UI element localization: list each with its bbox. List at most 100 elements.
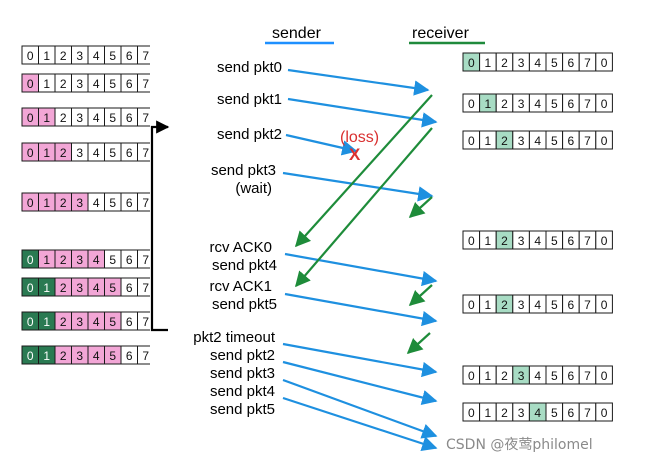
window-cell-number: 7	[142, 111, 149, 125]
window-cell-number: 1	[43, 49, 50, 63]
window-cell-number: 5	[109, 49, 116, 63]
ack-arrow	[408, 196, 433, 219]
window-cell-number: 0	[601, 97, 608, 111]
window-cell-number: 0	[27, 281, 34, 295]
window-cell-number: 7	[142, 77, 149, 91]
window-cell-number: 5	[109, 315, 116, 329]
window-cell-number: 0	[601, 134, 608, 148]
window-cell	[595, 230, 613, 250]
window-cell-number: 5	[551, 298, 558, 312]
packet-arrow	[284, 292, 438, 327]
window-cell-number: 1	[43, 111, 50, 125]
window-cell	[137, 277, 150, 297]
window-cell-number: 0	[468, 406, 475, 420]
window-cell-number: 3	[76, 196, 83, 210]
window-cell	[137, 45, 150, 65]
packet-arrow	[285, 133, 358, 156]
window-cell-number: 0	[27, 349, 34, 363]
window-cell-number: 0	[601, 369, 608, 383]
window-cell-number: 1	[485, 134, 492, 148]
window-cell-number: 4	[534, 298, 541, 312]
window-cell-number: 2	[501, 56, 508, 70]
window-cell-number: 2	[60, 77, 67, 91]
window-cell-number: 3	[518, 234, 525, 248]
window-cell	[595, 130, 613, 150]
window-cell-number: 1	[485, 97, 492, 111]
packet-arrow	[282, 360, 438, 406]
window-cell-number: 6	[126, 349, 133, 363]
window-cell-number: 0	[468, 56, 475, 70]
window-cell-number: 4	[93, 196, 100, 210]
window-cell-number: 0	[27, 196, 34, 210]
window-cell-number: 1	[43, 77, 50, 91]
window-cell-number: 1	[43, 253, 50, 267]
window-cell-number: 1	[43, 196, 50, 210]
packet-arrow	[282, 342, 438, 378]
window-cell-number: 7	[142, 315, 149, 329]
window-cell-number: 4	[534, 406, 541, 420]
window-cell-number: 0	[468, 298, 475, 312]
window-cell-number: 0	[468, 234, 475, 248]
window-cell-number: 0	[27, 49, 34, 63]
window-cell-number: 1	[43, 349, 50, 363]
event-label: send pkt5	[210, 401, 275, 418]
window-cell-number: 2	[60, 281, 67, 295]
packet-arrow	[287, 68, 430, 96]
window-cell-number: 4	[93, 349, 100, 363]
window-cell-number: 2	[501, 234, 508, 248]
window-cell-number: 6	[126, 146, 133, 160]
window-cell-number: 0	[601, 56, 608, 70]
window-cell	[137, 311, 150, 331]
window-cell-number: 3	[76, 253, 83, 267]
sender-header: sender	[272, 25, 322, 42]
window-cell	[137, 107, 150, 127]
ack-arrow	[408, 284, 433, 307]
window-cell-number: 5	[109, 253, 116, 267]
window-cell-number: 5	[551, 234, 558, 248]
event-label: send pkt3	[211, 162, 276, 179]
window-cell-number: 1	[43, 315, 50, 329]
window-cell	[137, 249, 150, 269]
window-cell-number: 7	[142, 146, 149, 160]
window-cell-number: 5	[551, 406, 558, 420]
window-cell-number: 0	[27, 111, 34, 125]
packet-arrow	[284, 252, 438, 287]
event-label: rcv ACK1	[209, 278, 272, 295]
window-cell-number: 3	[76, 315, 83, 329]
window-cell-number: 3	[76, 49, 83, 63]
ack-arrow	[294, 127, 433, 288]
window-cell-number: 5	[109, 349, 116, 363]
window-cell-number: 6	[126, 77, 133, 91]
window-cell-number: 3	[518, 134, 525, 148]
window-cell-number: 6	[126, 315, 133, 329]
window-cell	[137, 73, 150, 93]
window-cell	[137, 192, 150, 212]
event-label: (wait)	[235, 180, 272, 197]
window-cell	[595, 294, 613, 314]
window-cell-number: 7	[142, 196, 149, 210]
window-cell-number: 4	[93, 146, 100, 160]
window-cell	[595, 402, 613, 422]
window-cell-number: 5	[109, 111, 116, 125]
window-cell-number: 7	[142, 253, 149, 267]
window-cell-number: 4	[93, 315, 100, 329]
window-cell-number: 3	[518, 298, 525, 312]
window-cell-number: 6	[568, 369, 575, 383]
window-cell-number: 5	[109, 146, 116, 160]
window-cell-number: 0	[468, 134, 475, 148]
ack-arrows	[294, 94, 433, 355]
window-cell-number: 0	[601, 234, 608, 248]
